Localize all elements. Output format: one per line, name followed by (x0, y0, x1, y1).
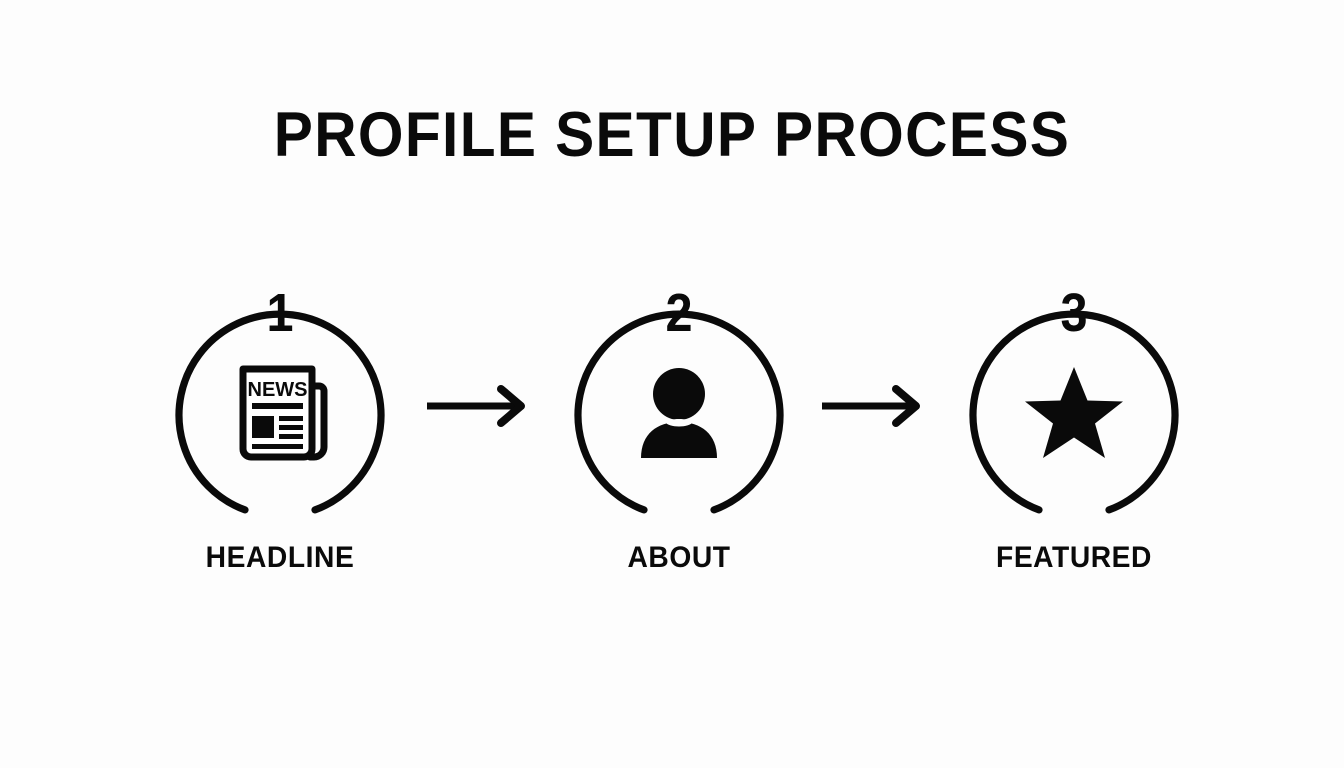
step-headline[interactable]: 1 NEWS (150, 286, 410, 606)
page-title: PROFILE SETUP PROCESS (273, 100, 1071, 170)
arrow-right-icon (427, 385, 525, 427)
step-1-number: 1 (266, 283, 294, 343)
newspaper-icon: NEWS (239, 365, 328, 461)
step-3-circle-outline (969, 310, 1179, 514)
arrow-right-icon (822, 385, 920, 427)
step-3-label: FEATURED (996, 541, 1152, 574)
step-2-label: ABOUT (627, 541, 731, 574)
person-icon (641, 368, 717, 458)
step-3-number: 3 (1060, 283, 1088, 343)
step-2-icon-holder (574, 308, 784, 518)
connector-arrow-1 (425, 384, 535, 428)
step-3-icon-holder (969, 308, 1179, 518)
step-2-number: 2 (665, 283, 693, 343)
process-steps: 1 NEWS (0, 286, 1344, 606)
step-1-icon-holder: NEWS (175, 308, 385, 518)
step-1-label: HEADLINE (205, 541, 355, 574)
connector-arrow-2 (820, 384, 930, 428)
star-icon (1025, 367, 1123, 458)
step-about[interactable]: 2 ABOUT (549, 286, 809, 606)
step-1-circle-outline (175, 310, 385, 514)
step-2-ring-group: 2 (574, 286, 784, 526)
step-2-circle-outline (574, 310, 784, 514)
step-1-ring-group: 1 NEWS (175, 286, 385, 526)
newspaper-masthead-text: NEWS (248, 379, 308, 401)
step-featured[interactable]: 3 FEATURED (944, 286, 1204, 606)
step-3-ring-group: 3 (969, 286, 1179, 526)
